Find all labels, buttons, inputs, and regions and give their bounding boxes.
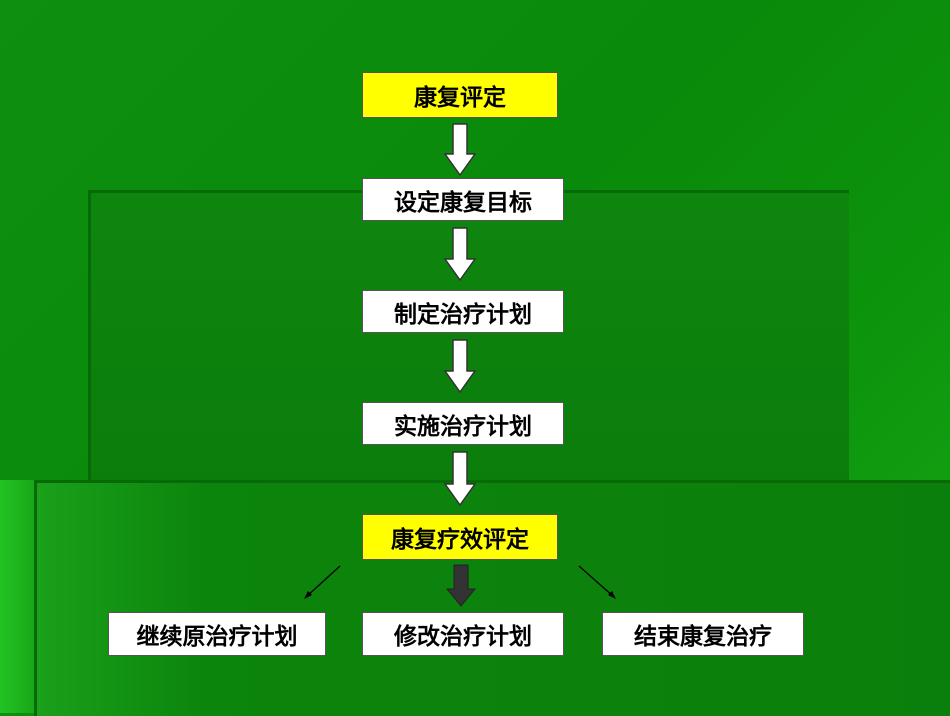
node-implement-plan: 实施治疗计划 [362,402,564,445]
arrow-diagonal-right [578,565,616,599]
node-implement-plan-label: 实施治疗计划 [394,413,532,440]
node-end-treatment: 结束康复治疗 [602,612,804,656]
arrow-down-2 [443,227,477,282]
arrow-down-4 [443,451,477,507]
node-assessment: 康复评定 [362,72,558,118]
node-assessment-label: 康复评定 [414,85,506,111]
node-efficacy-assessment-label: 康复疗效评定 [391,527,529,553]
node-efficacy-assessment: 康复疗效评定 [362,514,558,560]
node-modify-plan: 修改治疗计划 [362,612,564,656]
arrow-down-dark [445,564,477,607]
node-make-plan: 制定治疗计划 [362,290,564,333]
arrow-down-1 [443,123,477,177]
node-modify-plan-label: 修改治疗计划 [394,624,532,650]
node-make-plan-label: 制定治疗计划 [394,301,532,328]
node-continue-plan: 继续原治疗计划 [108,612,326,656]
node-continue-plan-label: 继续原治疗计划 [136,624,298,650]
arrow-diagonal-left [304,565,341,599]
arrow-down-3 [443,339,477,394]
node-set-goals-label: 设定康复目标 [394,189,532,216]
node-set-goals: 设定康复目标 [362,178,564,221]
background-left-glow [0,480,34,713]
node-end-treatment-label: 结束康复治疗 [634,624,772,650]
